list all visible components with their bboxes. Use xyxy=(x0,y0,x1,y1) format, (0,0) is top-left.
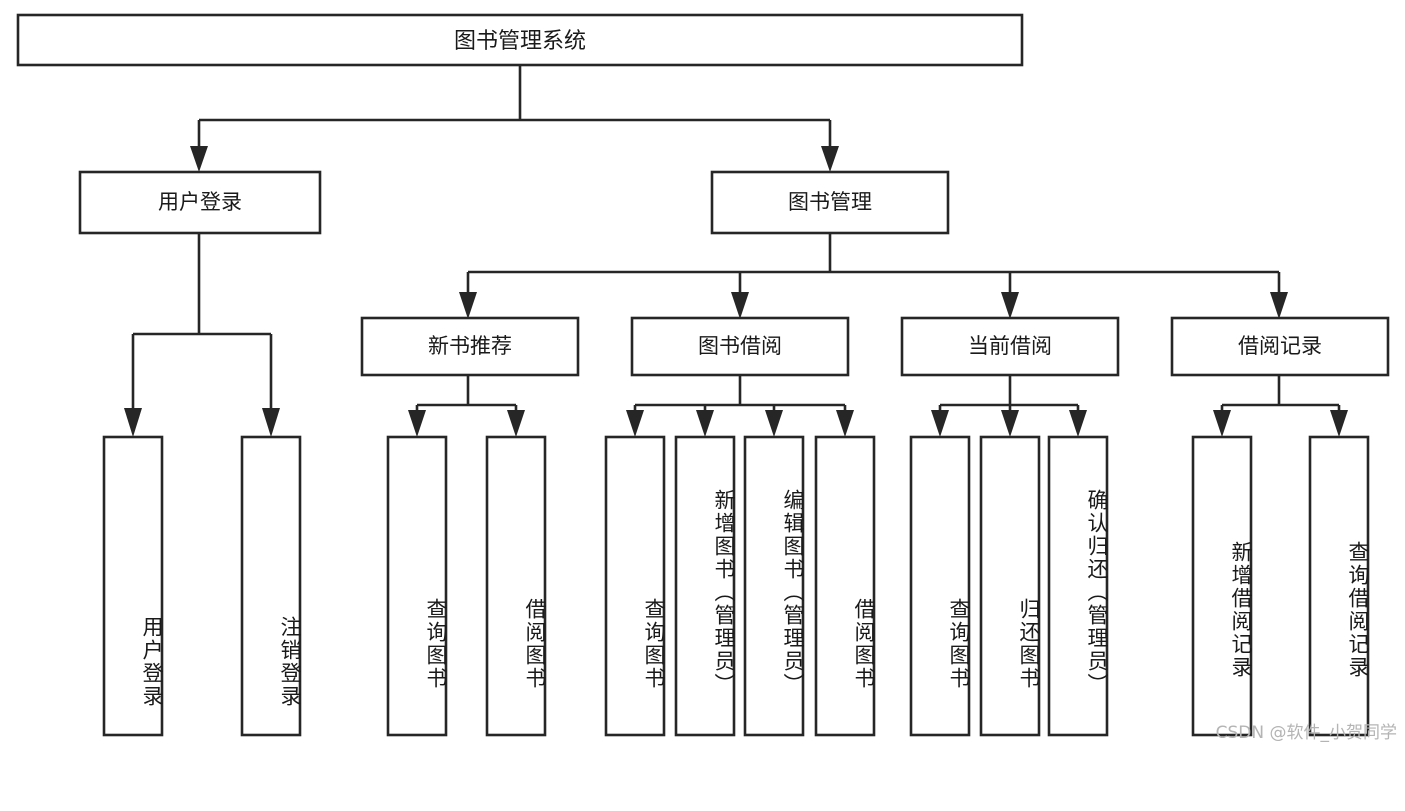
node-book-management-box[interactable] xyxy=(710,170,950,235)
leaf-box-current-borrow-3[interactable] xyxy=(1047,435,1109,737)
node-new-book-recommend[interactable]: 新书推荐 xyxy=(360,316,580,377)
arrowhead-book-manage xyxy=(821,146,839,172)
leaf-box-current-borrow-1[interactable] xyxy=(909,435,971,737)
node-borrow-record[interactable]: 借阅记录 xyxy=(1170,316,1390,377)
node-book-management-label: 图书管理 xyxy=(788,190,872,214)
node-current-borrow-label: 当前借阅 xyxy=(968,334,1052,358)
arrowhead-level2-1 xyxy=(459,292,477,319)
node-book-borrow[interactable]: 图书借阅 xyxy=(630,316,850,377)
leaf-box-book-borrow-3[interactable] xyxy=(743,435,805,737)
node-book-management[interactable]: 图书管理 xyxy=(710,170,950,235)
flowchart-svg: 图书管理系统 用户登录 图书管理 新书推荐 图书借阅 当前借阅 借阅记录 xyxy=(16,13,1390,737)
arrowhead-level2-3 xyxy=(1001,292,1019,319)
arrowhead-leaf-newbook-1 xyxy=(408,410,426,437)
node-book-borrow-label: 图书借阅 xyxy=(698,334,782,358)
node-borrow-record-label: 借阅记录 xyxy=(1238,334,1322,358)
leaf-box-user-login-1[interactable] xyxy=(102,435,164,737)
arrowhead-level2-2 xyxy=(731,292,749,319)
arrowhead-leaf-borrow-2 xyxy=(696,410,714,437)
connector-group xyxy=(124,65,1348,437)
node-current-borrow-box[interactable] xyxy=(900,316,1120,377)
arrowhead-leaf-user-login-1 xyxy=(124,408,142,437)
node-new-book-recommend-label: 新书推荐 xyxy=(428,334,512,358)
arrowhead-leaf-borrow-1 xyxy=(626,410,644,437)
csdn-watermark: CSDN @软件_小贺同学 xyxy=(1215,723,1397,743)
arrowhead-leaf-record-1 xyxy=(1213,410,1231,437)
arrowhead-leaf-user-login-2 xyxy=(262,408,280,437)
node-user-login-label: 用户登录 xyxy=(158,190,242,214)
arrowhead-level2-4 xyxy=(1270,292,1288,319)
arrowhead-leaf-borrow-4 xyxy=(836,410,854,437)
arrowhead-leaf-current-1 xyxy=(931,410,949,437)
leaf-box-book-borrow-1[interactable] xyxy=(604,435,666,737)
node-book-borrow-box[interactable] xyxy=(630,316,850,377)
leaf-box-book-borrow-4[interactable] xyxy=(814,435,876,737)
leaf-box-new-book-1[interactable] xyxy=(386,435,448,737)
arrowhead-leaf-newbook-2 xyxy=(507,410,525,437)
diagram-canvas: 图书管理系统 用户登录 图书管理 新书推荐 图书借阅 当前借阅 借阅记录 xyxy=(16,13,1397,743)
node-new-book-recommend-box[interactable] xyxy=(360,316,580,377)
leaf-box-book-borrow-2[interactable] xyxy=(674,435,736,737)
arrowhead-leaf-borrow-3 xyxy=(765,410,783,437)
node-current-borrow[interactable]: 当前借阅 xyxy=(900,316,1120,377)
leaf-box-new-book-2[interactable] xyxy=(485,435,547,737)
node-user-login[interactable]: 用户登录 xyxy=(78,170,322,235)
leaf-box-current-borrow-2[interactable] xyxy=(979,435,1041,737)
node-borrow-record-box[interactable] xyxy=(1170,316,1390,377)
leaf-box-borrow-record-2[interactable] xyxy=(1308,435,1370,737)
leaf-box-user-login-2[interactable] xyxy=(240,435,302,737)
arrowhead-leaf-current-2 xyxy=(1001,410,1019,437)
node-root-label: 图书管理系统 xyxy=(454,29,586,54)
arrowhead-leaf-current-3 xyxy=(1069,410,1087,437)
node-user-login-box[interactable] xyxy=(78,170,322,235)
leaf-box-borrow-record-1[interactable] xyxy=(1191,435,1253,737)
node-root[interactable]: 图书管理系统 xyxy=(16,13,1024,67)
leaf-box-group xyxy=(102,435,1370,737)
arrowhead-leaf-record-2 xyxy=(1330,410,1348,437)
node-root-box[interactable] xyxy=(16,13,1024,67)
arrowhead-user-login xyxy=(190,146,208,172)
